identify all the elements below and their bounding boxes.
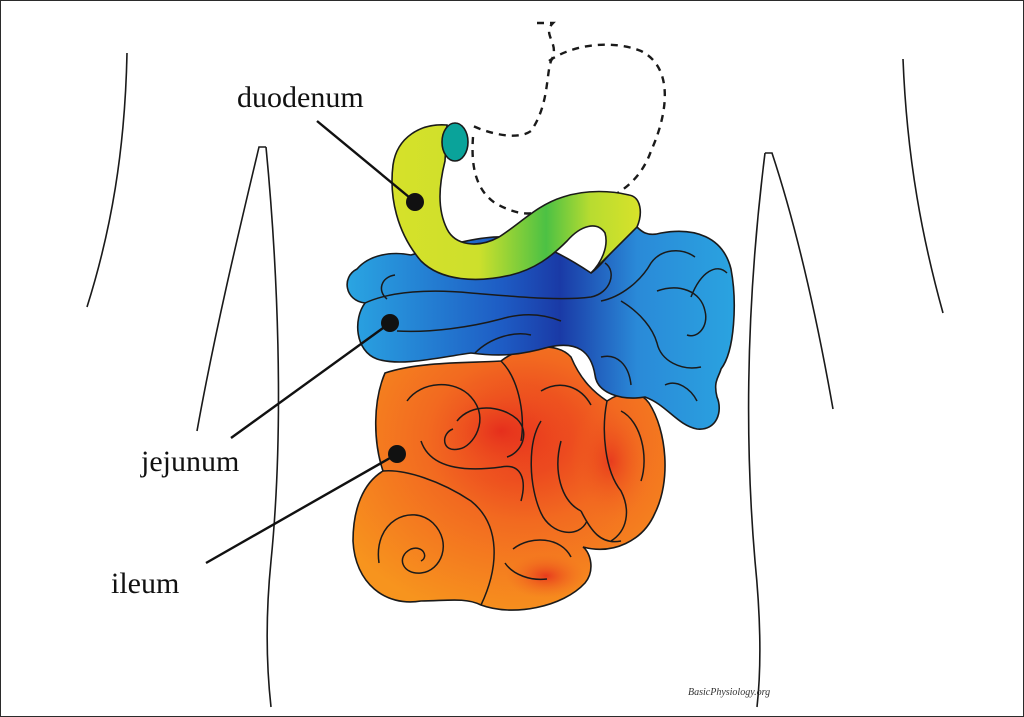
ileum-folds [377, 360, 645, 606]
left-flank-contour [265, 146, 280, 708]
duodenum-tube [391, 124, 642, 281]
duodenum-marker-dot [406, 193, 424, 211]
body-outline [86, 52, 944, 708]
duodenum-leader-line [316, 120, 416, 203]
stomach-outline [470, 21, 666, 215]
outer-left-contour [86, 52, 128, 308]
right-flank-contour [747, 152, 766, 708]
pylorus-opening [441, 122, 469, 162]
source-credit: BasicPhysiology.org [688, 687, 771, 698]
jejunum-region [346, 225, 735, 430]
jejunum-mass [346, 225, 735, 430]
jejunum-marker-dot [381, 314, 399, 332]
duodenum-label: duodenum [237, 81, 364, 114]
marker-dots [381, 193, 424, 463]
inner-left-contour [196, 146, 266, 432]
ileum-marker-dot [388, 445, 406, 463]
leader-lines [205, 120, 416, 565]
inner-right-contour [765, 152, 834, 410]
ileum-region [352, 346, 666, 611]
jejunum-leader-line [230, 322, 391, 439]
outer-right-contour [902, 58, 944, 314]
jejunum-label: jejunum [141, 445, 240, 478]
ileum-label: ileum [111, 567, 180, 600]
ileum-leader-line [205, 452, 398, 565]
jejunum-folds [364, 250, 728, 402]
duodenum-region [391, 122, 642, 281]
